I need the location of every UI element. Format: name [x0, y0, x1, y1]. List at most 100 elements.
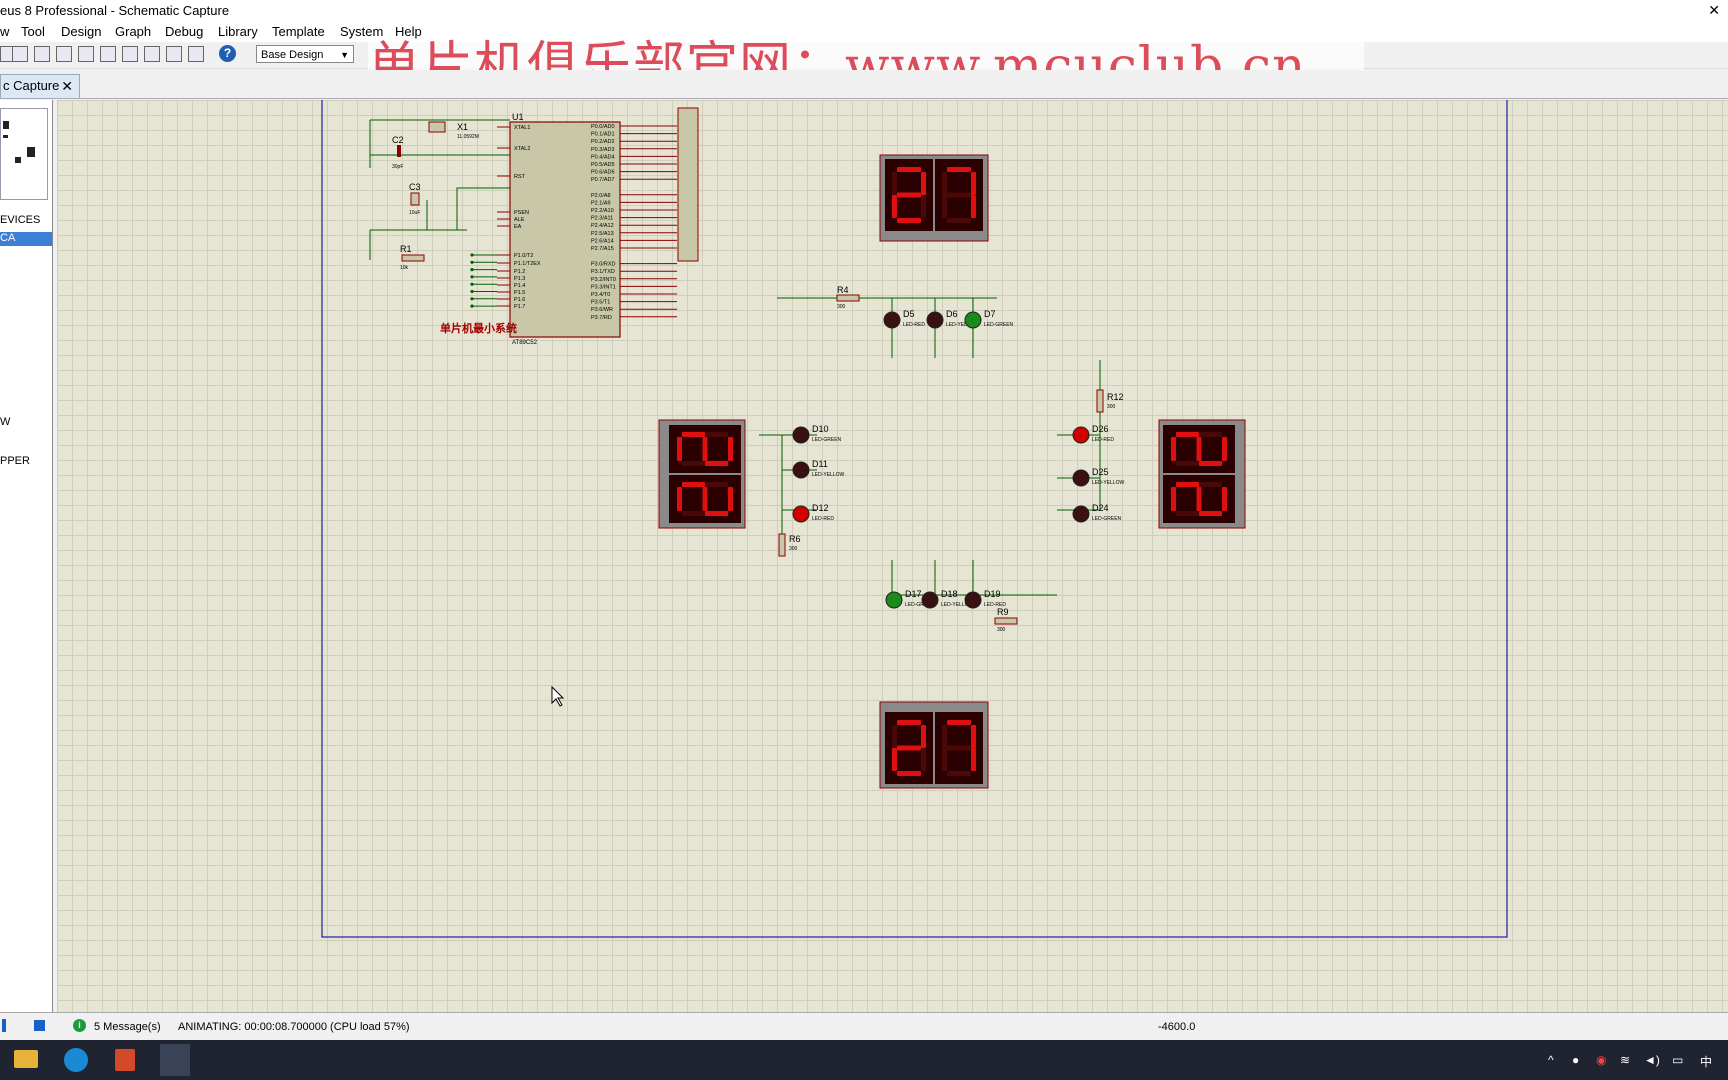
port-terminal [470, 253, 474, 257]
led-body [1072, 505, 1090, 523]
record-icon[interactable]: ◉ [1596, 1053, 1607, 1067]
segment-b [971, 172, 976, 195]
schematic-drawing[interactable]: U1 AT89C52 XTAL1XTAL2RSTPSENALEEAP1.0/T2… [57, 100, 1728, 1012]
layer-select[interactable]: Base Design ▼ [256, 45, 354, 63]
overview-preview[interactable] [0, 108, 48, 200]
led-type: LED-GREEN [812, 437, 842, 443]
segment-a [728, 487, 733, 511]
segment-f [971, 748, 976, 771]
led-type: LED-YELLOW [1092, 480, 1125, 486]
ime-indicator[interactable]: 中 [1700, 1055, 1713, 1069]
menu-graph[interactable]: Graph [115, 24, 152, 39]
menu-debug[interactable]: Debug [165, 24, 204, 39]
cap-c2 [397, 145, 401, 157]
segment-d [677, 437, 682, 461]
segment-c [1199, 482, 1222, 487]
segment-e [892, 195, 897, 218]
office-icon[interactable] [115, 1049, 135, 1071]
led-body [1072, 426, 1090, 444]
menu-help[interactable]: Help [395, 24, 422, 39]
component-icon[interactable] [34, 46, 50, 62]
segment-f [705, 432, 728, 437]
mcu-pin-label: P3.4/T0 [591, 292, 610, 298]
device-item[interactable]: PPER [0, 455, 30, 467]
cap-c3-ref: C3 [409, 182, 421, 192]
segment-g [702, 437, 708, 461]
menu-bar [0, 22, 1728, 42]
segment-d [897, 218, 921, 223]
pause-icon[interactable] [2, 1019, 6, 1032]
led-body [792, 461, 810, 479]
mcu-pin-label: XTAL1 [514, 125, 530, 131]
menu-template[interactable]: Template [272, 24, 325, 39]
resistor-r9 [994, 617, 1018, 625]
mcu-pin-label: P0.6/AD6 [591, 170, 615, 176]
network-icon[interactable]: ≋ [1620, 1053, 1631, 1067]
cap-c2-ref: C2 [392, 135, 404, 145]
tab-schematic-capture[interactable]: c Capture ✕ [0, 74, 80, 98]
led-type: LED-RED [812, 516, 834, 522]
leds: D5LED-REDD6LED-YELLOWD7LED-GREEND10LED-G… [792, 309, 1125, 609]
led-body [792, 426, 810, 444]
segment-f [942, 172, 947, 195]
led-body [883, 311, 901, 329]
gerber-icon[interactable] [166, 46, 182, 62]
bom-icon[interactable] [144, 46, 160, 62]
microphone-icon[interactable]: ● [1572, 1053, 1580, 1067]
tab-strip [0, 70, 1728, 99]
segment-e [682, 482, 705, 487]
edge-browser-icon[interactable] [64, 1048, 88, 1072]
segment-c [921, 195, 926, 218]
segment-c [892, 725, 897, 748]
resistor-r1 [401, 254, 425, 262]
segment-c [971, 195, 976, 218]
led-body [926, 311, 944, 329]
chip-icon[interactable] [56, 46, 72, 62]
pcb-icon[interactable] [122, 46, 138, 62]
back-icon[interactable] [78, 46, 94, 62]
segment-b [705, 461, 728, 466]
volume-icon[interactable]: ◄) [1644, 1053, 1660, 1067]
resistor-r9-value: 300 [997, 627, 1006, 633]
cap-c3 [410, 192, 420, 206]
seven-seg-display-north [879, 154, 989, 242]
segment-d [947, 218, 971, 223]
segment-f [1176, 461, 1199, 466]
messages-count[interactable]: 5 Message(s) [94, 1021, 161, 1033]
segment-c [942, 725, 947, 748]
proteus-taskbar-icon[interactable] [160, 1044, 190, 1076]
menu-library[interactable]: Library [218, 24, 258, 39]
report-icon[interactable] [188, 46, 204, 62]
netlist-icon[interactable] [100, 46, 116, 62]
led-type: LED-YELLOW [946, 322, 979, 328]
mcu-pin-label: P3.6/WR [591, 307, 613, 313]
device-item[interactable]: W [0, 416, 11, 428]
mcu-caption: 单片机最小系统 [440, 321, 517, 335]
keyboard-icon[interactable]: ▭ [1672, 1053, 1684, 1067]
home-icon[interactable] [12, 46, 28, 62]
file-explorer-icon[interactable] [14, 1050, 38, 1068]
segment-e [682, 432, 705, 437]
close-icon[interactable]: ✕ [1708, 2, 1720, 18]
sidebar [0, 100, 53, 1012]
help-icon[interactable]: ? [219, 45, 236, 62]
menu-design[interactable]: Design [61, 24, 102, 39]
close-icon[interactable]: ✕ [61, 78, 73, 94]
segment-c [1199, 432, 1222, 437]
device-item-selected[interactable]: CA [0, 232, 52, 246]
menu-tool[interactable]: Tool [21, 24, 45, 39]
tray-chevron-icon[interactable]: ^ [1548, 1053, 1554, 1067]
cap-c3-value: 10uF [409, 210, 420, 216]
segment-e [971, 725, 976, 748]
led-type: LED-YELLOW [941, 602, 974, 608]
segment-e [921, 725, 926, 748]
menu-system[interactable]: System [340, 24, 384, 39]
mcu-pin-label: P0.2/AD2 [591, 139, 615, 145]
stop-icon[interactable] [34, 1020, 45, 1031]
seven-seg-display-west [658, 419, 746, 529]
menu-view[interactable]: w [0, 24, 10, 39]
